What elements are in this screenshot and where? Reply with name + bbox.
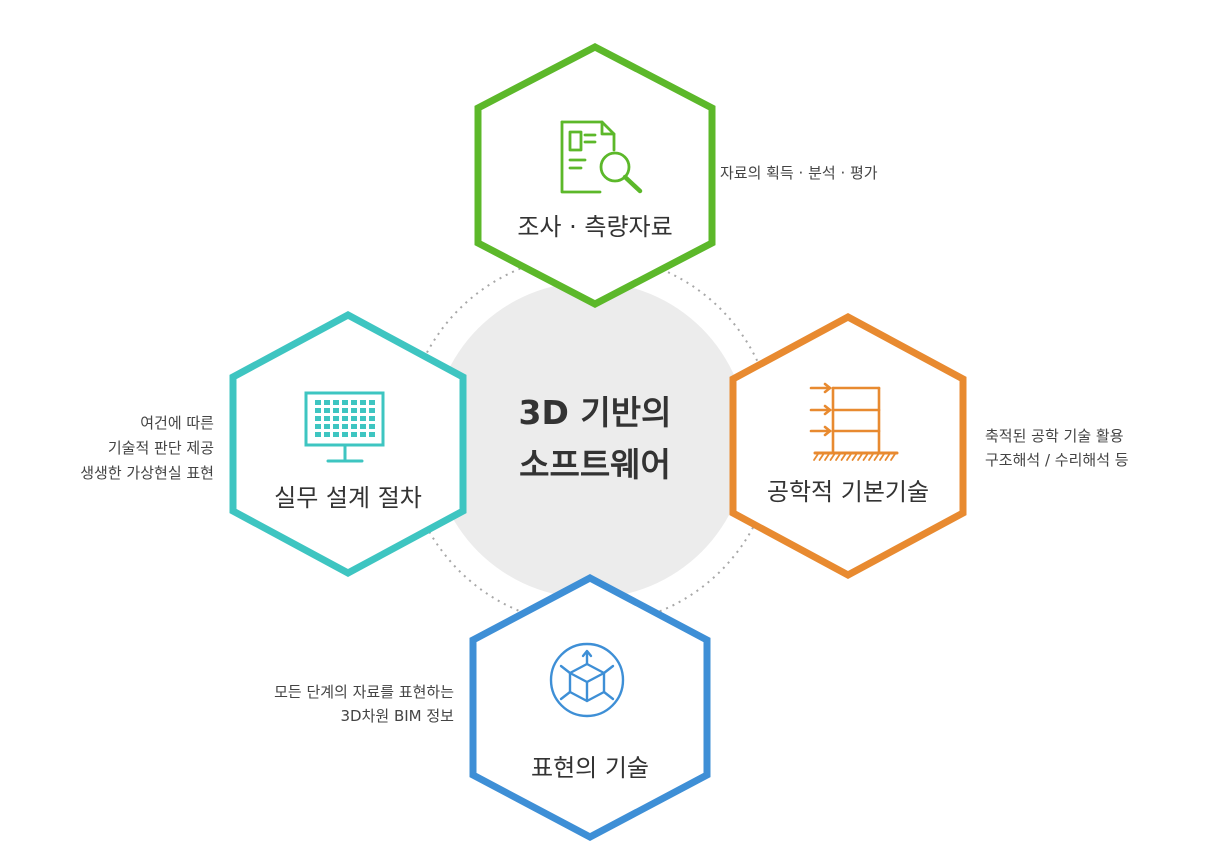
title-expression: 표현의 기술 bbox=[531, 754, 649, 782]
monitor-cell bbox=[351, 432, 357, 437]
title-design: 실무 설계 절차 bbox=[274, 484, 422, 512]
note-design-line2: 기술적 판단 제공 bbox=[108, 439, 214, 457]
monitor-grid-icon bbox=[304, 391, 385, 463]
monitor-cell bbox=[360, 400, 366, 405]
center-title-line2: 소프트웨어 bbox=[519, 445, 671, 484]
monitor-cell bbox=[342, 432, 348, 437]
note-expression-line2: 3D차원 BIM 정보 bbox=[341, 707, 455, 725]
ground-hatch-line bbox=[835, 453, 841, 461]
ground-hatch-line bbox=[873, 453, 880, 461]
monitor-cell bbox=[369, 432, 375, 437]
monitor-cell bbox=[315, 416, 321, 421]
node-survey: 조사 · 측량자료 bbox=[474, 43, 716, 308]
monitor-cell bbox=[333, 432, 339, 437]
center-circle bbox=[432, 282, 748, 598]
ground-hatch-line bbox=[829, 453, 836, 461]
ground-hatch-line bbox=[840, 453, 847, 461]
note-survey: 자료의 획득 · 분석 · 평가 bbox=[720, 164, 878, 182]
monitor-cell bbox=[351, 424, 357, 429]
document-search-icon bbox=[560, 120, 643, 194]
ground-hatch-line bbox=[851, 453, 858, 461]
ground-hatch-line bbox=[824, 453, 830, 461]
monitor-cell bbox=[351, 416, 357, 421]
monitor-cell bbox=[342, 408, 348, 413]
monitor-cell bbox=[369, 424, 375, 429]
monitor-cell bbox=[360, 416, 366, 421]
node-expression: 표현의 기술 bbox=[469, 574, 711, 841]
monitor-cell bbox=[333, 408, 339, 413]
monitor-cell bbox=[369, 400, 375, 405]
ground-hatch-line bbox=[862, 453, 869, 461]
monitor-cell bbox=[315, 424, 321, 429]
note-engineering-line1: 축적된 공학 기술 활용 bbox=[985, 427, 1124, 445]
ground-hatch-line bbox=[868, 453, 874, 461]
center-title-line1: 3D 기반의 bbox=[519, 393, 672, 432]
note-expression-line1: 모든 단계의 자료를 표현하는 bbox=[274, 683, 454, 701]
note-engineering: 축적된 공학 기술 활용 구조해석 / 수리해석 등 bbox=[985, 427, 1129, 469]
monitor-cell bbox=[315, 432, 321, 437]
ground-hatch-line bbox=[818, 453, 825, 461]
monitor-cell bbox=[351, 400, 357, 405]
node-design: 실무 설계 절차 bbox=[229, 311, 467, 577]
monitor-cell bbox=[351, 408, 357, 413]
note-survey-line1: 자료의 획득 · 분석 · 평가 bbox=[720, 164, 878, 182]
ground-hatch-line bbox=[846, 453, 852, 461]
ground-hatch-line bbox=[879, 453, 885, 461]
monitor-cell bbox=[369, 408, 375, 413]
monitor-cell bbox=[342, 416, 348, 421]
ground-hatch-line bbox=[890, 453, 896, 461]
node-engineering: 공학적 기본기술 bbox=[729, 313, 967, 579]
monitor-cell bbox=[333, 400, 339, 405]
hexagon-engineering bbox=[729, 313, 967, 579]
note-engineering-line2: 구조해석 / 수리해석 등 bbox=[985, 451, 1129, 469]
hexagon-survey bbox=[474, 43, 716, 308]
note-design: 여건에 따른 기술적 판단 제공 생생한 가상현실 표현 bbox=[80, 414, 214, 482]
monitor-cell bbox=[369, 416, 375, 421]
monitor-cell bbox=[360, 432, 366, 437]
monitor-cell bbox=[333, 424, 339, 429]
monitor-cell bbox=[324, 400, 330, 405]
hexagon-expression bbox=[469, 574, 711, 841]
monitor-cell bbox=[333, 416, 339, 421]
title-engineering: 공학적 기본기술 bbox=[767, 478, 929, 506]
monitor-cell bbox=[324, 408, 330, 413]
ground-hatch-line bbox=[857, 453, 863, 461]
3d-cube-icon bbox=[549, 642, 625, 718]
ground-hatch-line bbox=[813, 453, 819, 461]
note-design-line1: 여건에 따른 bbox=[140, 414, 214, 432]
monitor-cell bbox=[315, 408, 321, 413]
structure-frame-icon bbox=[809, 382, 899, 461]
monitor-cell bbox=[342, 424, 348, 429]
note-expression: 모든 단계의 자료를 표현하는 3D차원 BIM 정보 bbox=[274, 683, 454, 725]
ground-hatch-line bbox=[884, 453, 891, 461]
monitor-cell bbox=[315, 400, 321, 405]
monitor-cell bbox=[324, 432, 330, 437]
monitor-cell bbox=[324, 424, 330, 429]
monitor-cell bbox=[324, 416, 330, 421]
monitor-cell bbox=[360, 424, 366, 429]
note-design-line3: 생생한 가상현실 표현 bbox=[80, 464, 214, 482]
title-survey: 조사 · 측량자료 bbox=[517, 213, 672, 241]
monitor-cell bbox=[342, 400, 348, 405]
monitor-cell bbox=[360, 408, 366, 413]
